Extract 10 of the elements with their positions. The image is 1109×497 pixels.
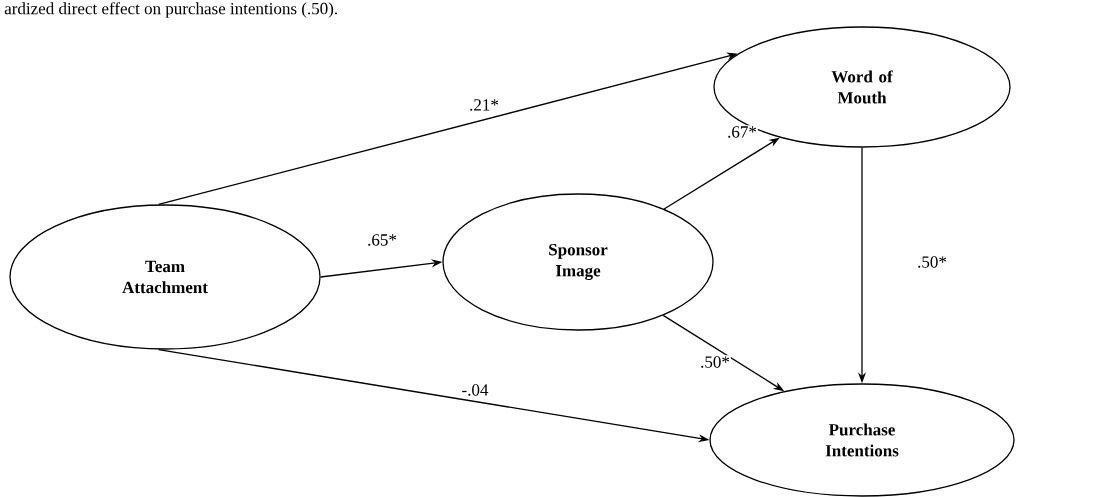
edge-label: .50* [699,355,731,369]
ellipse-node: Purchase Intentions [709,383,1015,497]
edge-label: -.04 [460,383,490,397]
edge-label: .67* [726,125,758,139]
edge-label: .65* [366,233,398,247]
note-text: ardized direct effect on purchase intentions (.50). [4,2,337,18]
ellipse-node: Team Attachment [9,204,321,350]
edge-label: .50* [916,255,948,269]
ellipse-node: Sponsor Image [442,193,714,331]
edge-label: .21* [468,98,500,112]
